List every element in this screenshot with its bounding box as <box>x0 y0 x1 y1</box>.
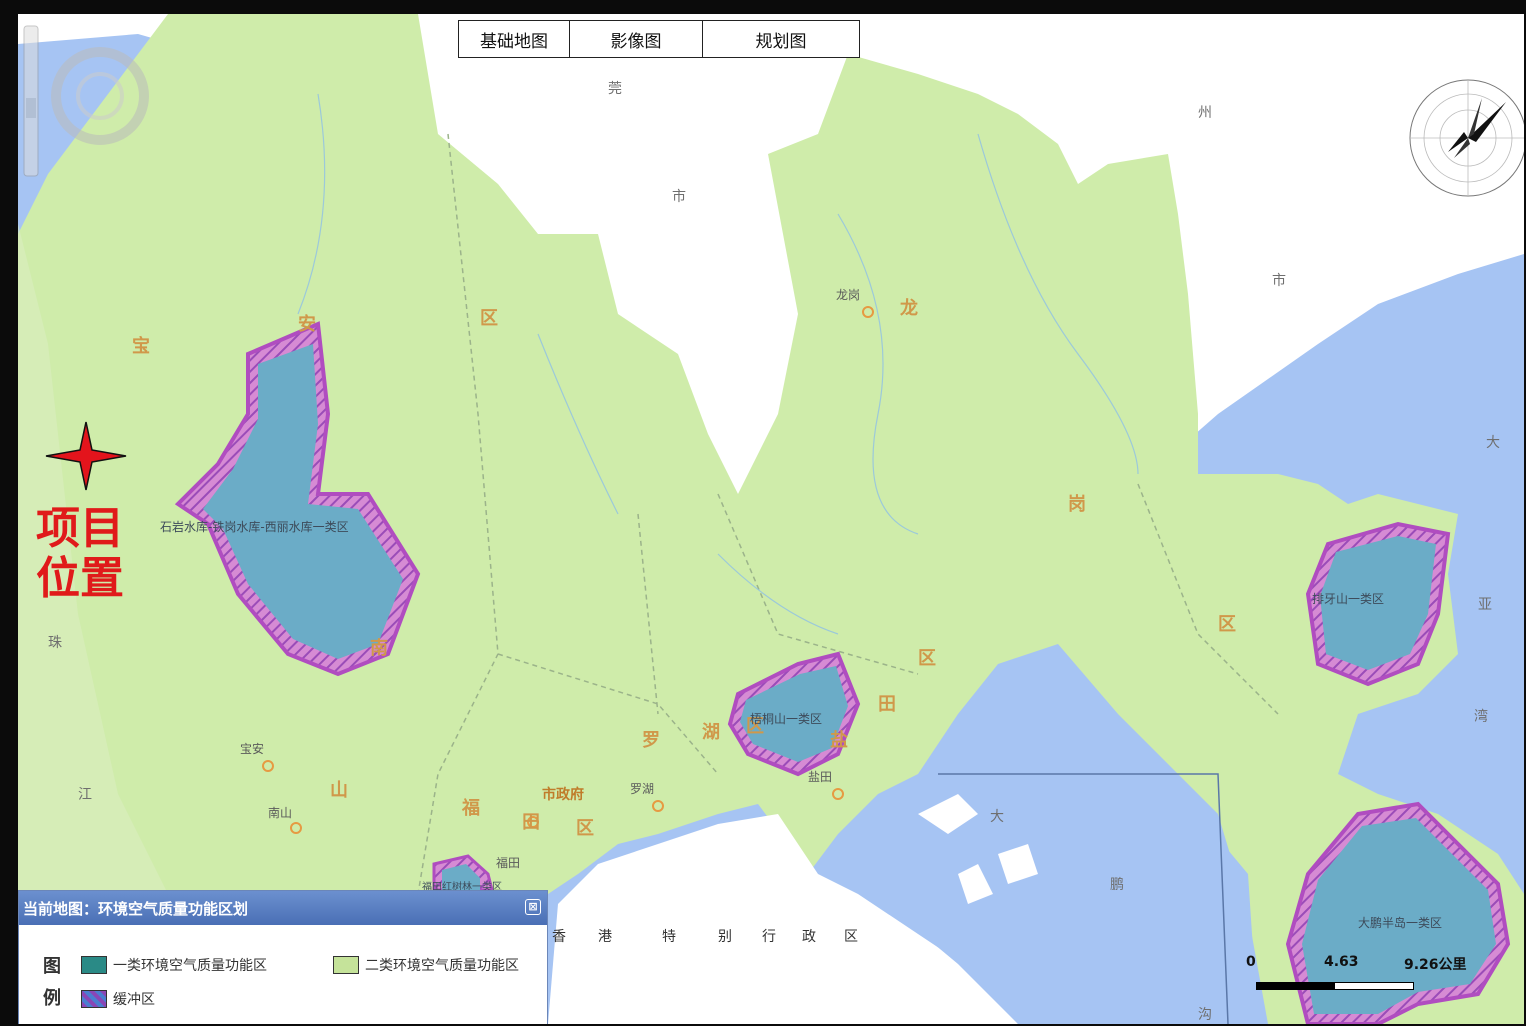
map-label: 湾 <box>1474 709 1488 725</box>
legend-panel: 当前地图：环境空气质量功能区划 ⊠ 图例 一类环境空气质量功能区 二类环境空气质… <box>18 890 548 1024</box>
zone-label: 福田红树林一类区 <box>422 882 502 893</box>
legend-close-icon[interactable]: ⊠ <box>525 899 541 915</box>
district-label: 区 <box>1218 614 1236 635</box>
project-position-label: 项目位置 <box>36 503 124 604</box>
map-label: 江 <box>78 787 92 803</box>
district-label: 区 <box>576 818 594 839</box>
scale-zero: 0 <box>1246 954 1256 970</box>
district-label: 龙 <box>900 298 918 319</box>
zone-label: 大鹏半岛一类区 <box>1358 916 1443 930</box>
map-label: 大 <box>1486 435 1500 451</box>
place-label: 宝安 <box>240 742 265 756</box>
legend-header-text: 当前地图：环境空气质量功能区划 <box>23 899 249 918</box>
map-label: 莞 <box>608 81 622 97</box>
district-label: 湖 <box>702 722 720 743</box>
tab-base-map[interactable]: 基础地图 <box>459 21 570 57</box>
map-type-tabs: 基础地图 影像图 规划图 <box>458 20 860 58</box>
hongkong-land <box>548 814 1018 1024</box>
map-canvas[interactable]: 莞 市 州 市 宝 安 区 龙 岗 区 南 山 区 福 田 区 罗 湖 区 盐 … <box>18 14 1524 1024</box>
legend-item: 缓冲区 <box>81 989 155 1009</box>
hongkong-char: 香 <box>552 929 566 945</box>
hongkong-char: 别 <box>718 929 732 945</box>
district-label: 安 <box>298 314 316 335</box>
district-label: 田 <box>522 812 540 833</box>
map-label: 市 <box>672 189 686 205</box>
map-label: 市 <box>1272 273 1286 289</box>
place-label: 罗湖 <box>630 782 655 796</box>
district-label: 田 <box>878 694 896 715</box>
hongkong-char: 政 <box>802 929 816 945</box>
district-label: 罗 <box>642 730 660 751</box>
scale-end: 9.26公里 <box>1404 957 1467 973</box>
legend-item: 二类环境空气质量功能区 <box>333 955 519 975</box>
scale-mid: 4.63 <box>1324 954 1359 970</box>
legend-header: 当前地图：环境空气质量功能区划 ⊠ <box>19 891 547 925</box>
district-label: 岗 <box>1068 494 1086 515</box>
zone-label: 排牙山一类区 <box>1312 592 1385 606</box>
district-label: 盐 <box>830 730 848 751</box>
legend-title: 图例 <box>43 956 61 1009</box>
map-label: 大 <box>990 809 1004 825</box>
district-label: 区 <box>480 308 498 329</box>
place-label: 市政府 <box>542 787 584 803</box>
hongkong-char: 行 <box>762 929 776 945</box>
district-label: 南 <box>370 638 388 659</box>
map-navigation-control[interactable] <box>22 18 152 178</box>
zone-label: 梧桐山一类区 <box>750 712 823 726</box>
map-base <box>18 14 1524 1024</box>
district-label: 福 <box>462 798 480 819</box>
scale-bar: 0 4.63 9.26公里 <box>1246 954 1506 1014</box>
hongkong-char: 港 <box>598 929 612 945</box>
legend-item: 一类环境空气质量功能区 <box>81 955 267 975</box>
project-position-star <box>45 421 127 491</box>
place-label: 南山 <box>268 806 293 820</box>
hongkong-char: 特 <box>662 929 676 945</box>
legend-swatch <box>81 956 107 974</box>
district-label: 宝 <box>132 336 150 357</box>
legend-item-label: 一类环境空气质量功能区 <box>113 958 267 974</box>
district-label: 山 <box>330 780 348 801</box>
tab-imagery-map[interactable]: 影像图 <box>570 21 703 57</box>
place-markers <box>262 306 874 834</box>
legend-item-label: 二类环境空气质量功能区 <box>365 958 519 974</box>
hongkong-char: 区 <box>844 929 858 945</box>
legend-swatch <box>333 956 359 974</box>
tab-planning-map[interactable]: 规划图 <box>755 31 807 52</box>
legend-swatch <box>81 990 107 1008</box>
map-label: 亚 <box>1478 597 1492 613</box>
map-label: 珠 <box>48 635 62 651</box>
zone-label: 石岩水库-铁岗水库-西丽水库一类区 <box>160 520 349 534</box>
map-label: 州 <box>1198 105 1212 121</box>
legend-item-label: 缓冲区 <box>113 992 155 1008</box>
district-label: 区 <box>918 648 936 669</box>
place-label: 盐田 <box>808 770 833 784</box>
district-label: 区 <box>746 716 764 737</box>
scale-graphic <box>1256 982 1414 990</box>
shenzhen-land <box>18 14 1524 1024</box>
place-label: 龙岗 <box>836 288 861 302</box>
map-label: 沟 <box>1198 1007 1212 1023</box>
map-label: 鹏 <box>1110 877 1124 893</box>
place-label: 福田 <box>496 856 521 870</box>
compass-rose <box>1409 79 1524 197</box>
